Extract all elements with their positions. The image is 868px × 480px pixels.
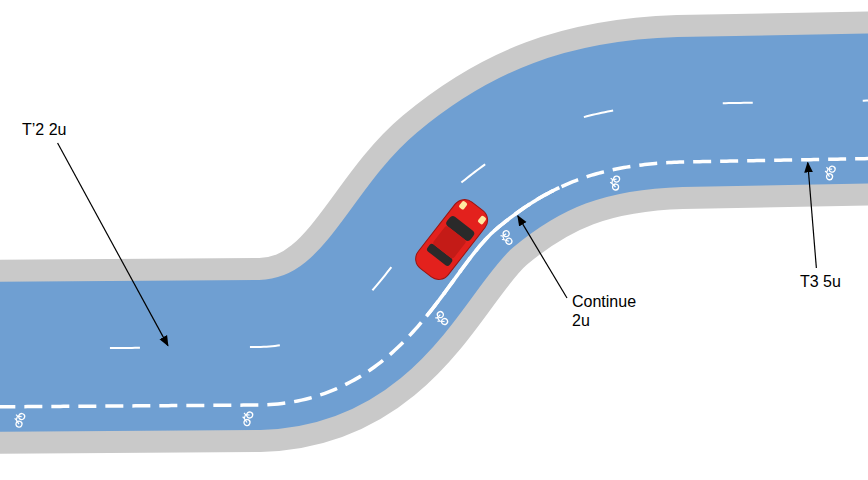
road-shoulder	[0, 108, 868, 357]
marking-label: T’2 2u	[22, 120, 66, 139]
bicycle-symbol	[12, 412, 25, 428]
bicycle-symbols	[12, 164, 836, 428]
bike-lane-dashed-line	[0, 158, 868, 407]
bicycle-symbol	[500, 230, 513, 246]
red-car	[411, 195, 493, 285]
bicycle-symbol	[434, 311, 449, 328]
bicycle-symbol	[240, 410, 253, 426]
lane-marking	[0, 100, 868, 349]
road-surface	[0, 108, 868, 357]
leader-arrow	[518, 216, 567, 298]
marking-label: Continue 2u	[572, 292, 644, 330]
marking-label: T3 5u	[800, 272, 841, 291]
leader-arrow	[808, 163, 817, 268]
leader-arrow	[58, 143, 168, 346]
bicycle-symbol	[823, 164, 836, 180]
bicycle-symbol	[609, 175, 620, 190]
